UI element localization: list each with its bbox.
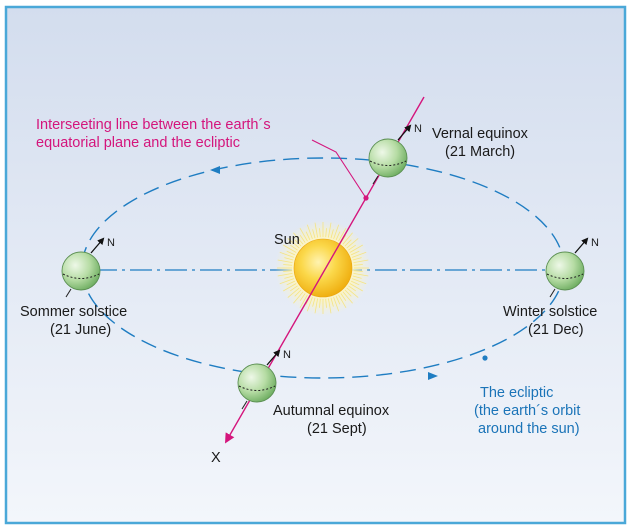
vernal-equinox-label: Vernal equinox	[432, 126, 529, 142]
ecliptic-label-line2: (the earth´s orbit	[474, 403, 580, 419]
earth-summer	[61, 237, 105, 298]
orbit-arrow-top-icon	[210, 166, 220, 174]
earth-globe-icon	[545, 251, 585, 291]
intersecting-line-label-line1: Interseeting line between the earth´s	[36, 117, 271, 133]
winter-solstice-label: Winter solstice	[503, 304, 597, 320]
ecliptic-label-line3: around the sun)	[478, 421, 580, 437]
north-arrow-icon	[397, 124, 412, 141]
autumnal-equinox-date: (21 Sept)	[307, 421, 367, 437]
north-label-summer: N	[107, 237, 115, 249]
north-label-autumnal: N	[283, 349, 291, 361]
summer-solstice-label: Sommer solstice	[20, 304, 127, 320]
earth-vernal	[368, 124, 412, 185]
earth-globe-icon	[61, 251, 101, 291]
winter-solstice-date: (21 Dec)	[528, 322, 584, 338]
sun-icon	[275, 220, 371, 316]
north-arrow-icon	[90, 237, 105, 254]
intersecting-line-label-line2: equatorial plane and the ecliptic	[36, 135, 240, 151]
earth-globe-icon	[237, 363, 277, 403]
earth-globe-icon	[368, 138, 408, 178]
north-arrow-icon	[266, 349, 281, 366]
north-label-winter: N	[591, 237, 599, 249]
vernal-equinox-date: (21 March)	[445, 144, 515, 160]
north-arrow-icon	[574, 237, 589, 254]
orbit-arrow-bottom-icon	[428, 372, 438, 380]
ecliptic-label-line1: The ecliptic	[480, 385, 553, 401]
earth-autumnal	[237, 349, 281, 410]
earth-winter	[545, 237, 589, 298]
north-label-vernal: N	[414, 123, 422, 135]
intersecting-line-leader	[311, 139, 367, 199]
summer-solstice-date: (21 June)	[50, 322, 111, 338]
sun-label: Sun	[274, 232, 300, 248]
autumnal-equinox-label: Autumnal equinox	[273, 403, 390, 419]
x-axis-label: X	[211, 450, 221, 466]
ecliptic-pointer-dot	[482, 355, 488, 361]
